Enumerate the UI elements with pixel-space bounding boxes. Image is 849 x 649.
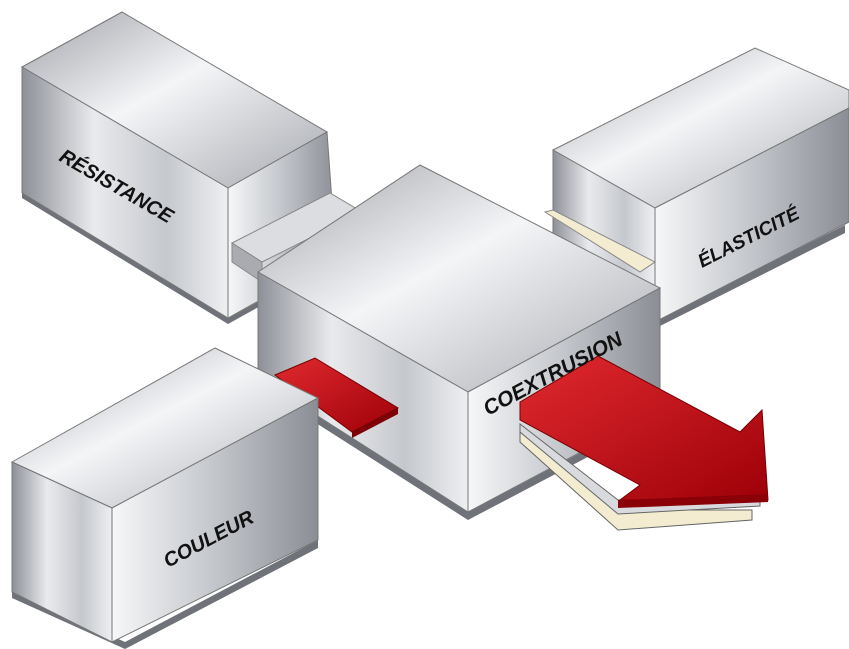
elasticite-connector [543,209,656,273]
couleur-block [10,347,320,649]
output-arrow [519,355,769,531]
elasticite-block-shadow [660,225,845,326]
couleur-block-side [111,397,319,643]
elasticite-block [551,47,849,326]
couleur-red-strip [273,357,400,438]
output-arrow-red-edge [618,494,768,508]
elasticite-block-side [654,107,849,323]
couleur-block-shadow [12,540,318,649]
